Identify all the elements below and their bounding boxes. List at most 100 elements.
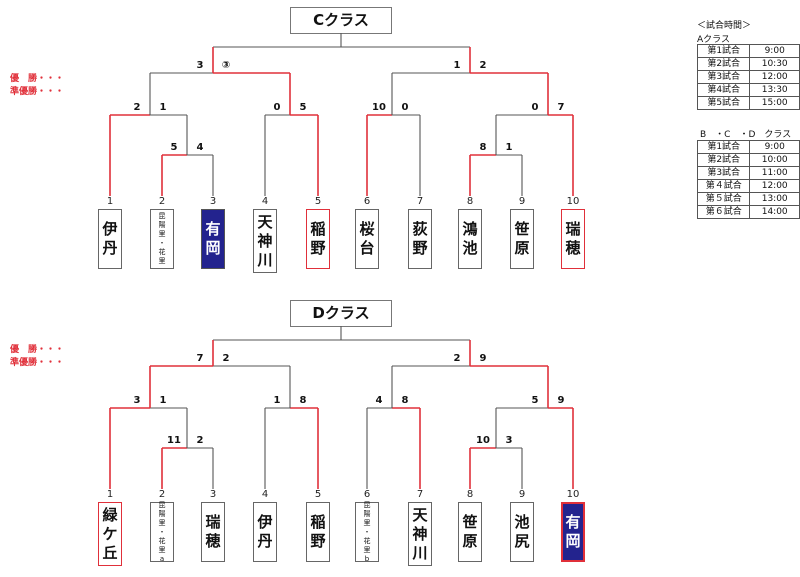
a-class-label: Aクラス (697, 35, 730, 45)
team-box: 有岡有岡 (201, 209, 225, 269)
team-name-char: 里 (158, 230, 166, 238)
team-name-char: ・ (363, 527, 371, 536)
team-name-char: 野 (310, 239, 326, 257)
game-label: 第1試合 (696, 44, 751, 58)
game-label: 第６試合 (696, 205, 751, 219)
game-label: 第1試合 (696, 140, 751, 154)
team-box: 桜台桜台 (355, 209, 379, 269)
score-right: 8 (299, 395, 307, 406)
legend-champion: 優 勝・・・ (10, 74, 65, 84)
team-name-char: 里 (158, 518, 166, 527)
team-name-char: 原 (514, 239, 530, 257)
team-box: 笹原笹原 (458, 502, 482, 562)
team-box: 天神川天神川 (408, 502, 432, 566)
seed-number: 5 (314, 196, 322, 207)
score-right: 1 (159, 395, 167, 406)
team-name-char: 昆 (158, 212, 166, 220)
game-time: 12:00 (749, 179, 800, 193)
seed-number: 7 (416, 196, 424, 207)
team-box: 鴻池鴻池 (458, 209, 482, 269)
team-name-char: 岡 (205, 239, 221, 257)
team-name-char: 花 (158, 248, 166, 256)
team-name-char: 桜 (359, 220, 375, 238)
team-name-char: a (159, 554, 165, 563)
game-time: 12:00 (749, 70, 800, 84)
score-left: 11 (167, 435, 181, 446)
team-name-char: 川 (412, 543, 428, 562)
team-name-char: 鴻 (462, 220, 478, 238)
team-name-char: 台 (359, 239, 375, 257)
score-right: ③ (221, 60, 231, 71)
game-time: 9:00 (749, 44, 800, 58)
team-name-char: 有 (205, 220, 221, 238)
team-box: 池尻池尻 (510, 502, 534, 562)
game-time: 9:00 (749, 140, 800, 154)
seed-number: 4 (261, 196, 269, 207)
score-left: 10 (372, 102, 386, 113)
legend-runner-up: 準優勝・・・ (10, 87, 65, 97)
team-box: 有岡有岡 (561, 502, 585, 562)
game-time: 10:30 (749, 57, 800, 71)
team-name-char: 緑 (102, 505, 118, 524)
team-name-char: 花 (158, 536, 166, 545)
team-name-char: 伊 (102, 220, 118, 238)
seed-number: 7 (416, 489, 424, 500)
team-name-char: 伊 (257, 513, 273, 531)
seed-number: 8 (466, 489, 474, 500)
team-box: 稲野稲野 (306, 209, 330, 269)
score-left: 5 (170, 142, 178, 153)
score-right: 9 (479, 353, 487, 364)
team-name-char: 尻 (514, 532, 530, 550)
team-box: 笹原笹原 (510, 209, 534, 269)
seed-number: 10 (566, 196, 580, 207)
game-label: 第3試合 (696, 70, 751, 84)
team-name-char: 陽 (158, 509, 166, 518)
team-name-char: 野 (412, 239, 428, 257)
team-name-char: ・ (158, 239, 166, 247)
team-name-char: 天 (412, 505, 428, 524)
team-name-char: ・ (158, 527, 166, 536)
score-right: 4 (196, 142, 204, 153)
team-name-char: 陽 (158, 221, 166, 229)
team-box: 稲野稲野 (306, 502, 330, 562)
team-name-char: 丹 (257, 532, 273, 550)
schedule-heading: ＜試合時間＞ (697, 21, 752, 31)
team-name-char: 笹 (514, 220, 530, 238)
game-label: 第5試合 (696, 96, 751, 110)
team-name-char: 丘 (102, 543, 118, 562)
team-name-char: 瑞 (205, 513, 221, 531)
team-name-char: 神 (412, 524, 428, 543)
team-box: 昆陽里・花里b昆陽里・花里b (355, 500, 379, 563)
team-box: 天神川天神川 (253, 209, 277, 273)
legend-champion: 優 勝・・・ (10, 345, 65, 355)
team-box: 伊丹伊丹 (98, 209, 122, 269)
seed-number: 3 (209, 489, 217, 500)
c-class-title: Cクラス (290, 7, 392, 34)
team-box: 瑞穂瑞穂 (561, 209, 585, 269)
score-right: 8 (401, 395, 409, 406)
team-box: 瑞穂瑞穂 (201, 502, 225, 562)
team-name-char: 里 (158, 545, 166, 554)
team-name-char: 里 (363, 545, 371, 554)
game-time: 13:30 (749, 83, 800, 97)
team-box: 昆陽里・花里昆陽里・花里 (150, 209, 174, 269)
team-name-char: 丹 (102, 239, 118, 257)
team-name-char: 野 (310, 532, 326, 550)
seed-number: 9 (518, 489, 526, 500)
score-right: 2 (479, 60, 487, 71)
game-label: 第3試合 (696, 166, 751, 180)
team-box: 荻野荻野 (408, 209, 432, 269)
seed-number: 6 (363, 489, 371, 500)
team-name-char: 昆 (363, 500, 371, 509)
